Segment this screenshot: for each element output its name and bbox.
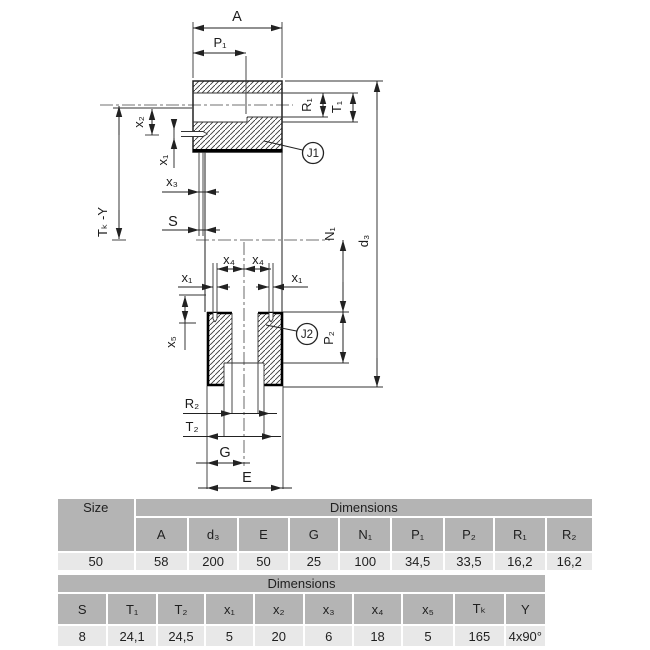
balloon-j2-label: J2 [301,329,313,341]
table1-col-R2: R₂ [546,518,592,551]
table1-col-d3: d₃ [188,518,238,551]
table1-size-header: Size [58,499,134,551]
balloon-j1: J1 [263,140,325,165]
table1-col-G: G [289,518,339,551]
table2-value-T2: 24,5 [157,626,205,646]
table1-value-R2: 16,2 [546,553,592,570]
dim-x1-upper: x₁ [155,154,170,166]
dim-x4-left: x₄ [223,252,235,267]
dim-S: S [168,214,178,230]
table2-value-Tk: 165 [455,626,504,646]
table1-col-P2: P₂ [444,518,494,551]
table2-value-x4: 18 [354,626,401,646]
table2-value-T1: 24,1 [108,626,156,646]
balloon-j2: J2 [265,322,319,346]
dimension-labels: A P₁ R₁ T₁ x₂ x₁ Tₖ -Y x₃ S x₄ x₄ x₁ x₁ … [95,9,371,486]
dim-P2: P₂ [321,331,336,345]
table2-col-Tk: Tₖ [455,594,504,624]
table1-value-G: 25 [289,553,339,570]
dim-x5: x₅ [163,336,178,348]
dim-R1: R₁ [299,98,314,112]
table1-col-E: E [239,518,288,551]
table1-value-P2: 33,5 [444,553,494,570]
dim-T1: T₁ [329,100,344,113]
shaft-lines [198,152,283,312]
dim-x1-left: x₁ [182,270,194,285]
table2-col-x5: x₅ [402,594,454,624]
lower-block-section [206,263,284,489]
dim-TkY: Tₖ -Y [95,207,110,237]
table1-col-A: A [135,518,187,551]
table1-value-E: 50 [239,553,288,570]
dim-P1: P₁ [213,35,227,50]
table1-value-P1: 34,5 [392,553,443,570]
dim-R2: R₂ [185,396,199,411]
table1-value-N1: 100 [340,553,391,570]
table2-col-x4: x₄ [354,594,401,624]
technical-drawing: J1 J2 A P₁ R₁ T₁ x₂ x₁ Tₖ -Y x₃ S x₄ x₄ … [95,9,383,492]
table1-col-P1: P₁ [392,518,443,551]
dim-A: A [232,9,242,25]
table2-value-S: 8 [58,626,107,646]
dim-N1: N₁ [322,227,337,241]
dim-x2: x₂ [131,116,146,128]
table2-col-S: S [58,594,107,624]
dim-E: E [242,470,252,486]
table2-value-x1: 5 [206,626,253,646]
dimensions-table-1: Size Dimensions A d₃ E G N₁ P₁ P₂ R₁ R₂ … [56,497,594,572]
table1-value-d3: 200 [188,553,238,570]
dim-T2: T₂ [186,419,199,434]
table2-value-x3: 6 [304,626,353,646]
dimension-lines [115,24,381,492]
table2-col-x2: x₂ [254,594,303,624]
table2-col-Y: Y [505,594,545,624]
dim-x4-right: x₄ [252,252,264,267]
top-holes [212,263,274,323]
table1-value-R1: 16,2 [495,553,545,570]
balloon-j1-label: J1 [307,148,319,160]
table1-data-row: 50 58 200 50 25 100 34,5 33,5 16,2 16,2 [58,553,592,570]
table1-col-R1: R₁ [495,518,545,551]
dim-x3: x₃ [166,174,178,189]
dim-d3: d₃ [356,235,371,248]
dim-G: G [219,445,230,461]
table2-dimensions-header: Dimensions [58,575,545,592]
extension-lines [112,22,383,388]
table2-col-T2: T₂ [157,594,205,624]
table1-value-A: 58 [135,553,187,570]
table2-col-T1: T₁ [108,594,156,624]
table2-value-x2: 20 [254,626,303,646]
table2-data-row: 8 24,1 24,5 5 20 6 18 5 165 4x90° [58,626,545,646]
dimensions-table-2: Dimensions S T₁ T₂ x₁ x₂ x₃ x₄ x₅ Tₖ Y 8… [56,573,547,648]
side-hole [181,131,208,137]
table1-col-N1: N₁ [340,518,391,551]
upper-hub-section [181,80,358,153]
table2-col-x3: x₃ [304,594,353,624]
table2-value-x5: 5 [402,626,454,646]
table1-dimensions-header: Dimensions [135,499,592,516]
dim-x1-right: x₁ [292,270,304,285]
centerlines [100,104,330,466]
table2-value-Y: 4x90° [505,626,545,646]
table2-col-x1: x₁ [206,594,253,624]
table1-size-value: 50 [58,553,134,570]
